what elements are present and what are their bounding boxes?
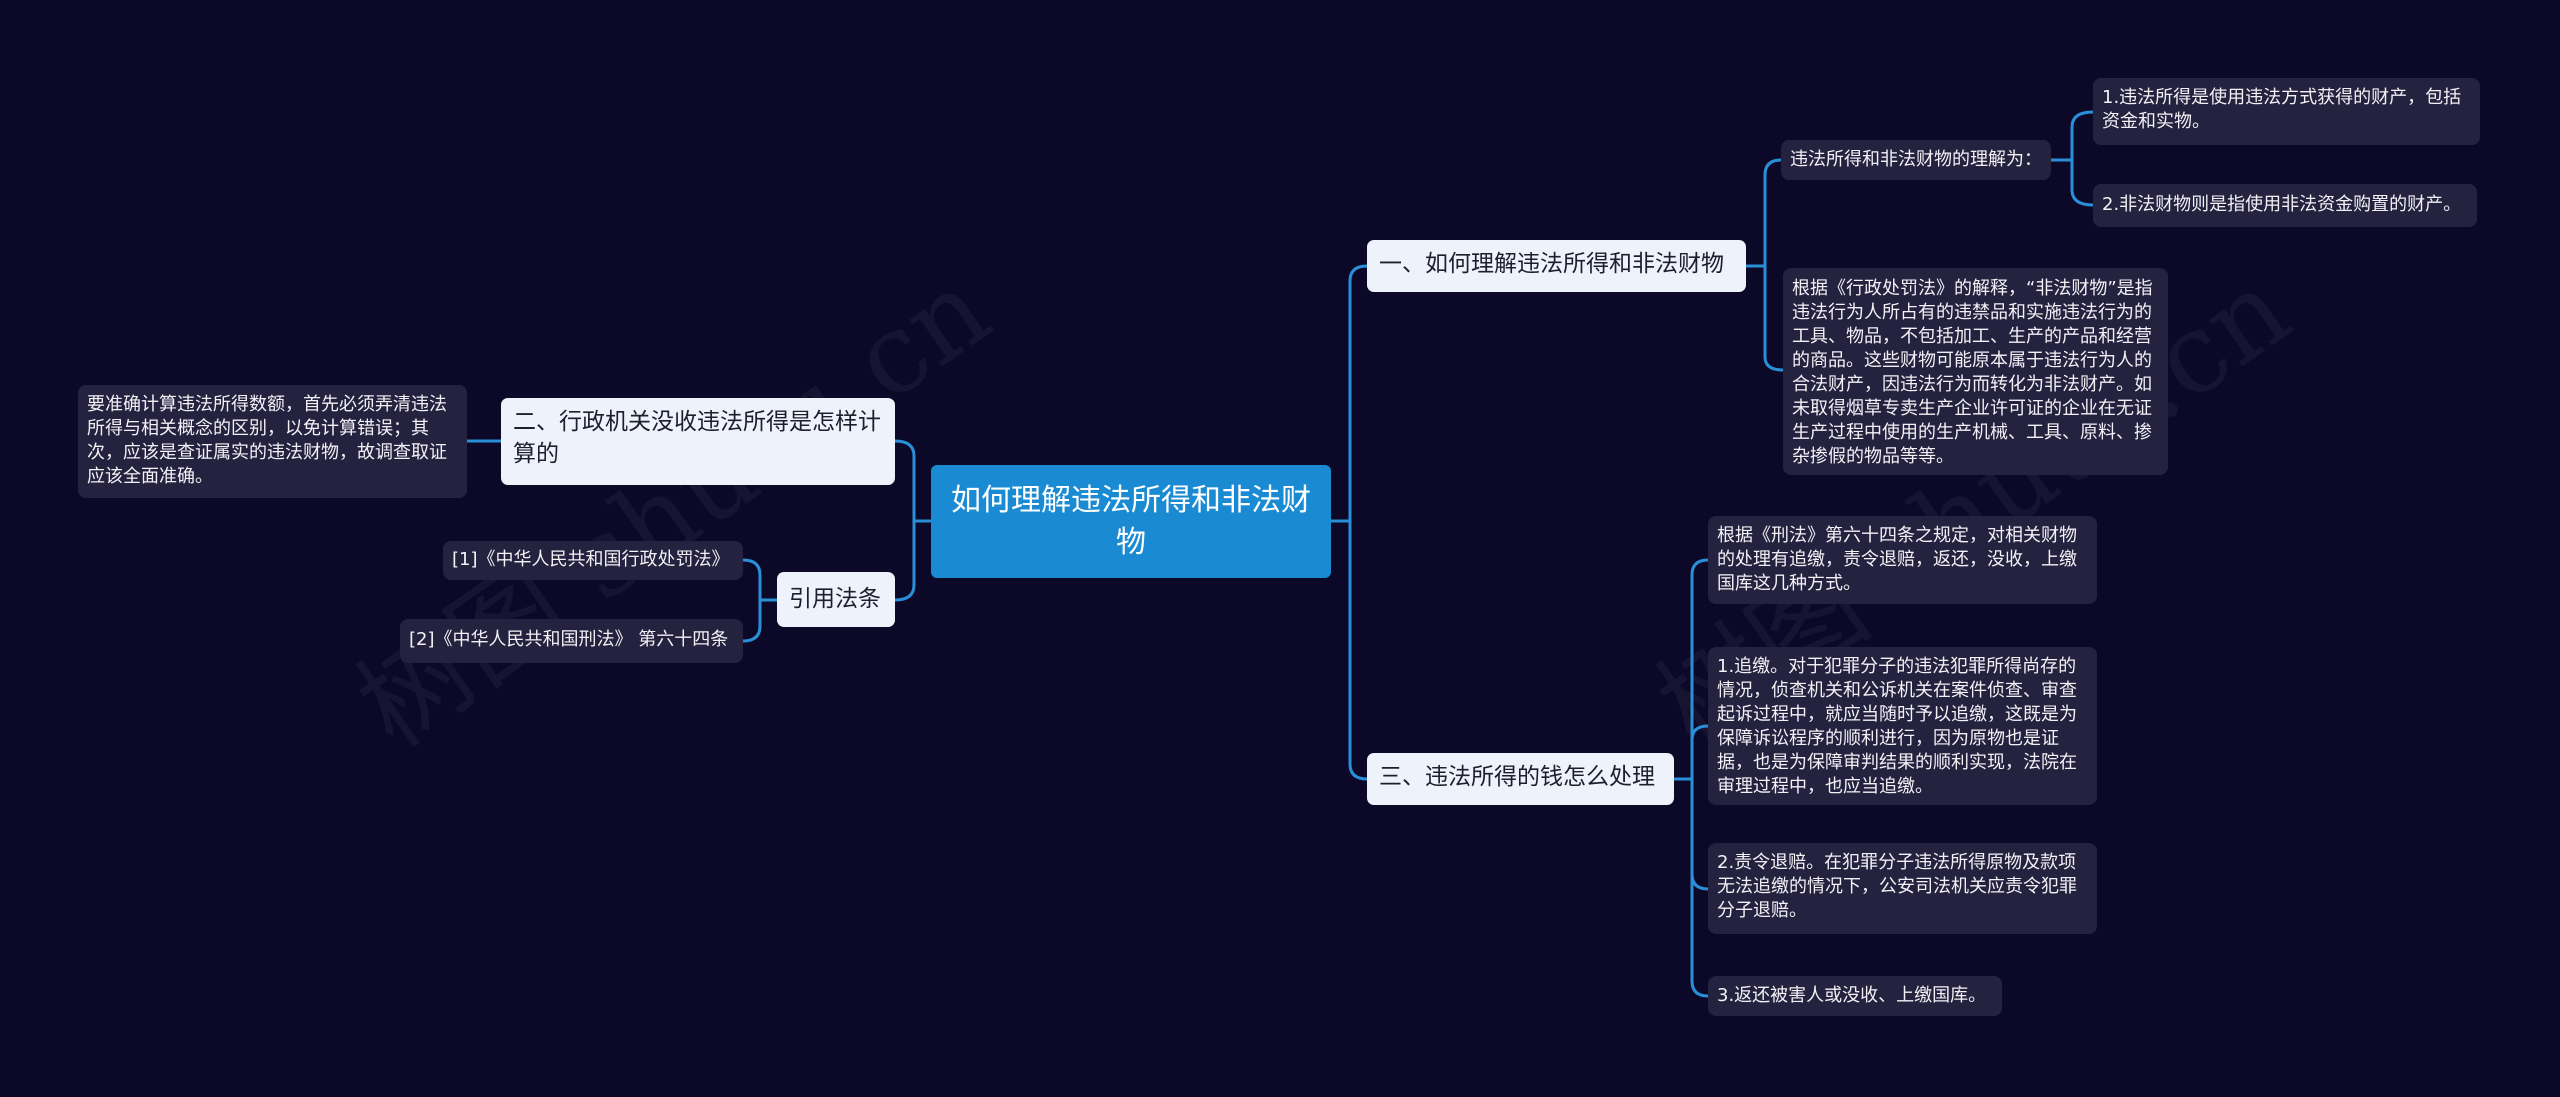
branch-topic-3[interactable]: 三、违法所得的钱怎么处理 <box>1367 753 1674 805</box>
link <box>1331 264 1368 781</box>
link <box>2051 110 2094 207</box>
central-topic[interactable]: 如何理解违法所得和非法财物 <box>931 465 1331 578</box>
leaf-note[interactable]: 根据《刑法》第六十四条之规定，对相关财物的处理有追缴，责令退赔，返还，没收，上缴… <box>1708 516 2097 604</box>
link <box>1746 158 1784 372</box>
central-topic-label: 如何理解违法所得和非法财物 <box>951 482 1311 560</box>
leaf-note[interactable]: 要准确计算违法所得数额，首先必须弄清违法所得与相关概念的区别，以免计算错误；其次… <box>78 385 467 498</box>
leaf-note[interactable]: 3.返还被害人或没收、上缴国库。 <box>1708 976 2002 1016</box>
citation-item[interactable]: [2]《中华人民共和国刑法》 第六十四条 <box>400 619 743 663</box>
leaf-note[interactable]: 根据《行政处罚法》的解释，“非法财物”是指违法行为人所占有的违禁品和实施违法行为… <box>1783 268 2168 475</box>
leaf-note[interactable]: 1.追缴。对于犯罪分子的违法犯罪所得尚存的情况，侦查机关和公诉机关在案件侦查、审… <box>1708 647 2097 805</box>
leaf-note[interactable]: 2.责令退赔。在犯罪分子违法所得原物及款项无法追缴的情况下，公安司法机关应责令犯… <box>1708 843 2097 934</box>
link <box>894 439 931 602</box>
leaf-item[interactable]: 2.非法财物则是指使用非法资金购置的财产。 <box>2093 184 2477 227</box>
citation-item[interactable]: [1]《中华人民共和国行政处罚法》 <box>443 541 743 580</box>
branch-topic-1[interactable]: 一、如何理解违法所得和非法财物 <box>1367 240 1746 292</box>
leaf-item[interactable]: 1.违法所得是使用违法方式获得的财产，包括资金和实物。 <box>2093 78 2480 145</box>
branch-citations[interactable]: 引用法条 <box>777 572 895 627</box>
link <box>1674 558 1709 998</box>
branch-topic-2[interactable]: 二、行政机关没收违法所得是怎样计算的 <box>501 398 895 485</box>
subtopic-understanding[interactable]: 违法所得和非法财物的理解为： <box>1781 140 2051 180</box>
link <box>742 558 777 643</box>
